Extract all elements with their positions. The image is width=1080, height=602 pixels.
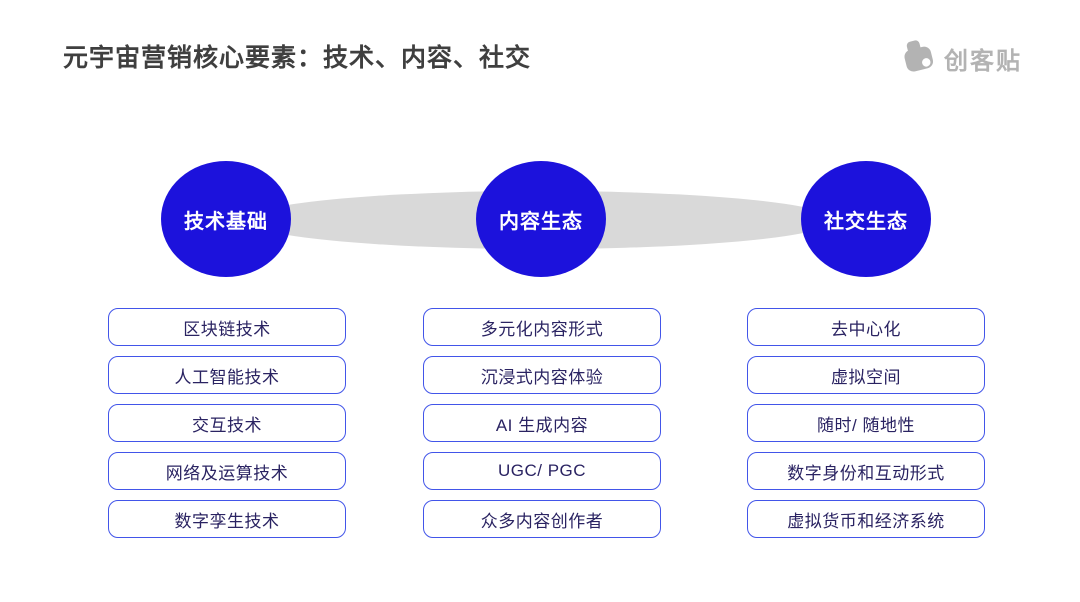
list-item: 数字孪生技术 — [108, 500, 346, 538]
chuangkit-mascot-icon — [899, 36, 939, 81]
column-content-items: 多元化内容形式 沉浸式内容体验 AI 生成内容 UGC/ PGC 众多内容创作者 — [423, 308, 661, 538]
brand-logo: 创客贴 — [899, 36, 1022, 81]
list-item: 人工智能技术 — [108, 356, 346, 394]
list-item: 沉浸式内容体验 — [423, 356, 661, 394]
brand-logo-text: 创客贴 — [944, 48, 1022, 75]
list-item: 网络及运算技术 — [108, 452, 346, 490]
circle-node-content: 内容生态 — [476, 161, 606, 277]
list-item: 交互技术 — [108, 404, 346, 442]
list-item: 数字身份和互动形式 — [747, 452, 985, 490]
list-item: 虚拟货币和经济系统 — [747, 500, 985, 538]
list-item: 众多内容创作者 — [423, 500, 661, 538]
page-title: 元宇宙营销核心要素：技术、内容、社交 — [63, 44, 532, 72]
list-item: UGC/ PGC — [423, 452, 661, 490]
list-item: 多元化内容形式 — [423, 308, 661, 346]
list-item: 区块链技术 — [108, 308, 346, 346]
list-item: 去中心化 — [747, 308, 985, 346]
column-social-items: 去中心化 虚拟空间 随时/ 随地性 数字身份和互动形式 虚拟货币和经济系统 — [747, 308, 985, 538]
list-item: AI 生成内容 — [423, 404, 661, 442]
circle-node-tech: 技术基础 — [161, 161, 291, 277]
list-item: 虚拟空间 — [747, 356, 985, 394]
column-tech-items: 区块链技术 人工智能技术 交互技术 网络及运算技术 数字孪生技术 — [108, 308, 346, 538]
list-item: 随时/ 随地性 — [747, 404, 985, 442]
circle-node-social: 社交生态 — [801, 161, 931, 277]
